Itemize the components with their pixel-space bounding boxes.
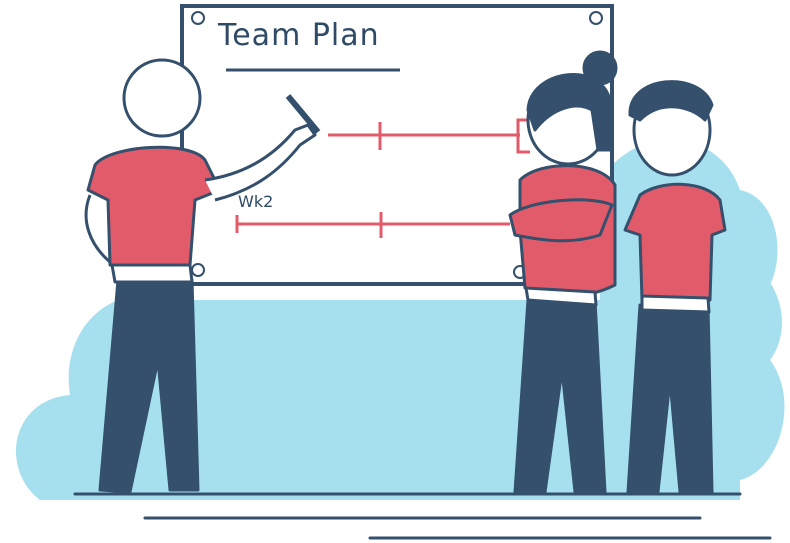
- person-listener: [623, 80, 727, 494]
- person-thinking: [508, 50, 618, 494]
- ground-lines: [73, 492, 772, 540]
- whiteboard-title: Team Plan: [218, 18, 380, 53]
- week-label: Wk2: [238, 192, 274, 211]
- person-presenter: [84, 58, 321, 494]
